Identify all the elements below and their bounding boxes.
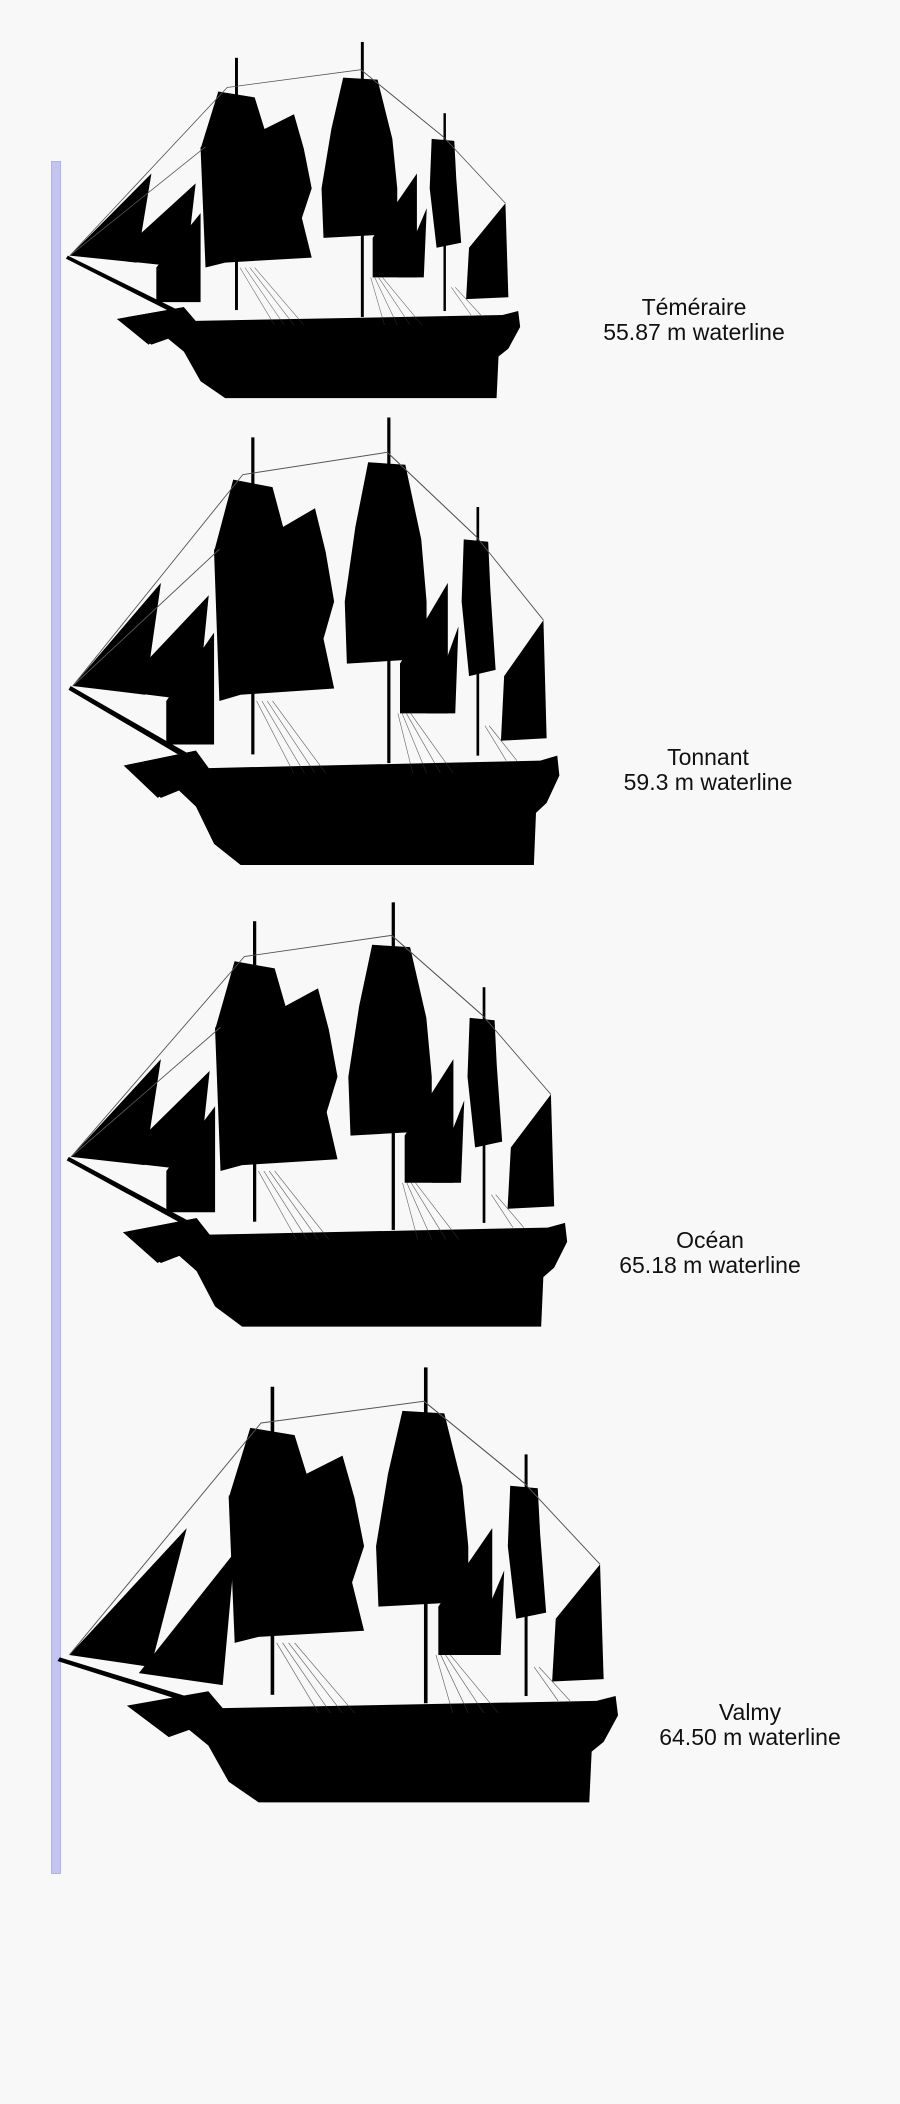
ship-silhouette-valmy — [55, 1365, 630, 1812]
ship-label-temeraire: Téméraire 55.87 m waterline — [603, 295, 785, 345]
ship-length: 65.18 m waterline — [619, 1252, 801, 1278]
scale-bar — [51, 161, 61, 1874]
ship-icon — [65, 41, 521, 399]
ship-length: 55.87 m waterline — [603, 319, 785, 345]
ship-label-ocean: Océan 65.18 m waterline — [619, 1228, 801, 1278]
ship-icon — [66, 902, 568, 1327]
ship-name: Tonnant — [667, 744, 749, 770]
ship-name: Valmy — [718, 1699, 782, 1725]
ship-silhouette-temeraire — [58, 40, 530, 406]
ship-silhouette-ocean — [58, 900, 578, 1336]
ship-icon — [68, 417, 560, 866]
ship-length: 59.3 m waterline — [623, 769, 793, 795]
ship-label-valmy: Valmy 64.50 m waterline — [659, 1700, 841, 1750]
ship-name: Océan — [676, 1227, 744, 1253]
ship-name: Téméraire — [641, 294, 747, 320]
ship-silhouette-tonnant — [60, 415, 570, 875]
ship-label-tonnant: Tonnant 59.3 m waterline — [624, 745, 793, 795]
ship-length: 64.50 m waterline — [659, 1724, 841, 1750]
ship-icon — [57, 1367, 619, 1803]
